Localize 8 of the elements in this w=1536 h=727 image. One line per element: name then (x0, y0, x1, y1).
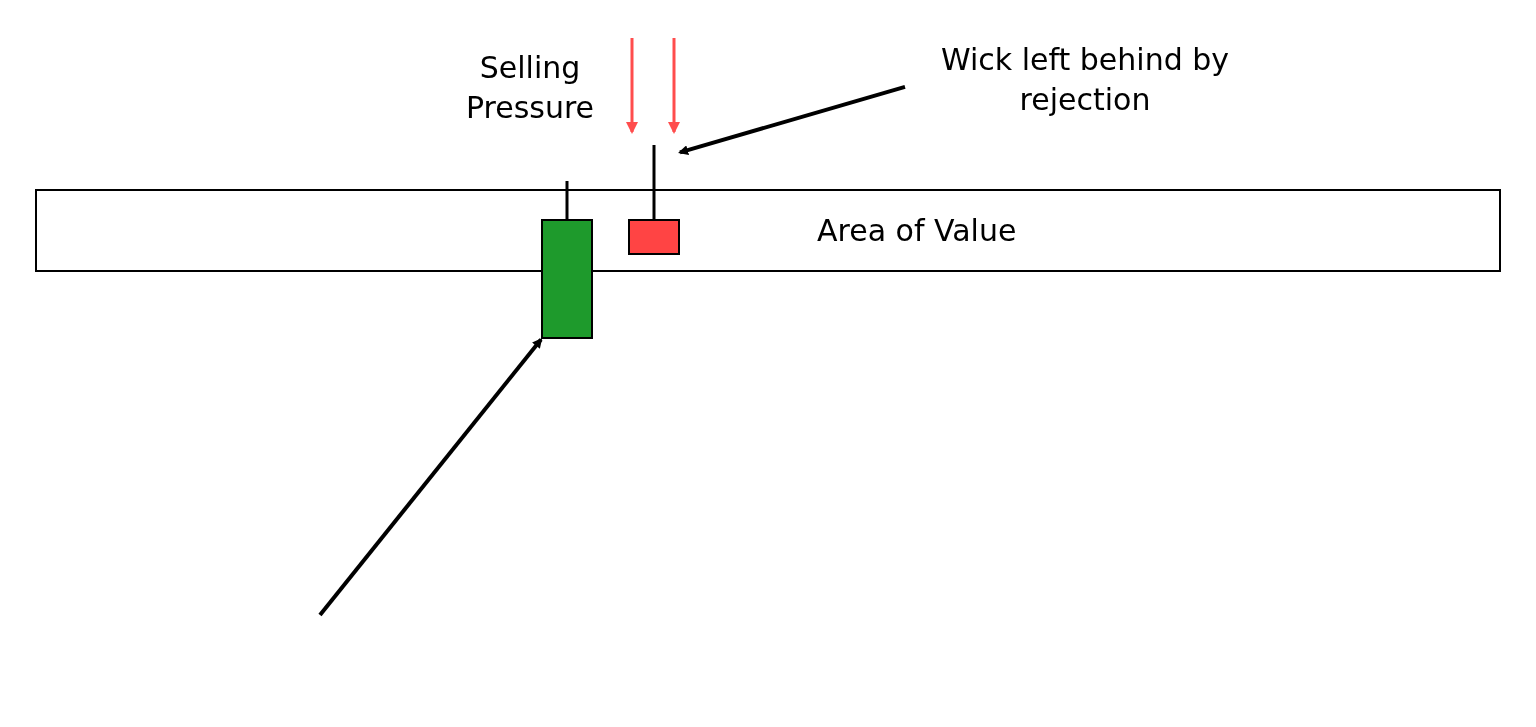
zone-label: Area of Value (817, 213, 1017, 249)
zone-band (35, 189, 1501, 272)
annotation-text: Wick left behind by rejection (905, 40, 1265, 130)
annotation-text: Selling Pressure (464, 49, 596, 127)
arrow (678, 84, 906, 155)
arrow (318, 337, 543, 617)
candlestick (628, 145, 680, 255)
candlestick (541, 181, 593, 339)
